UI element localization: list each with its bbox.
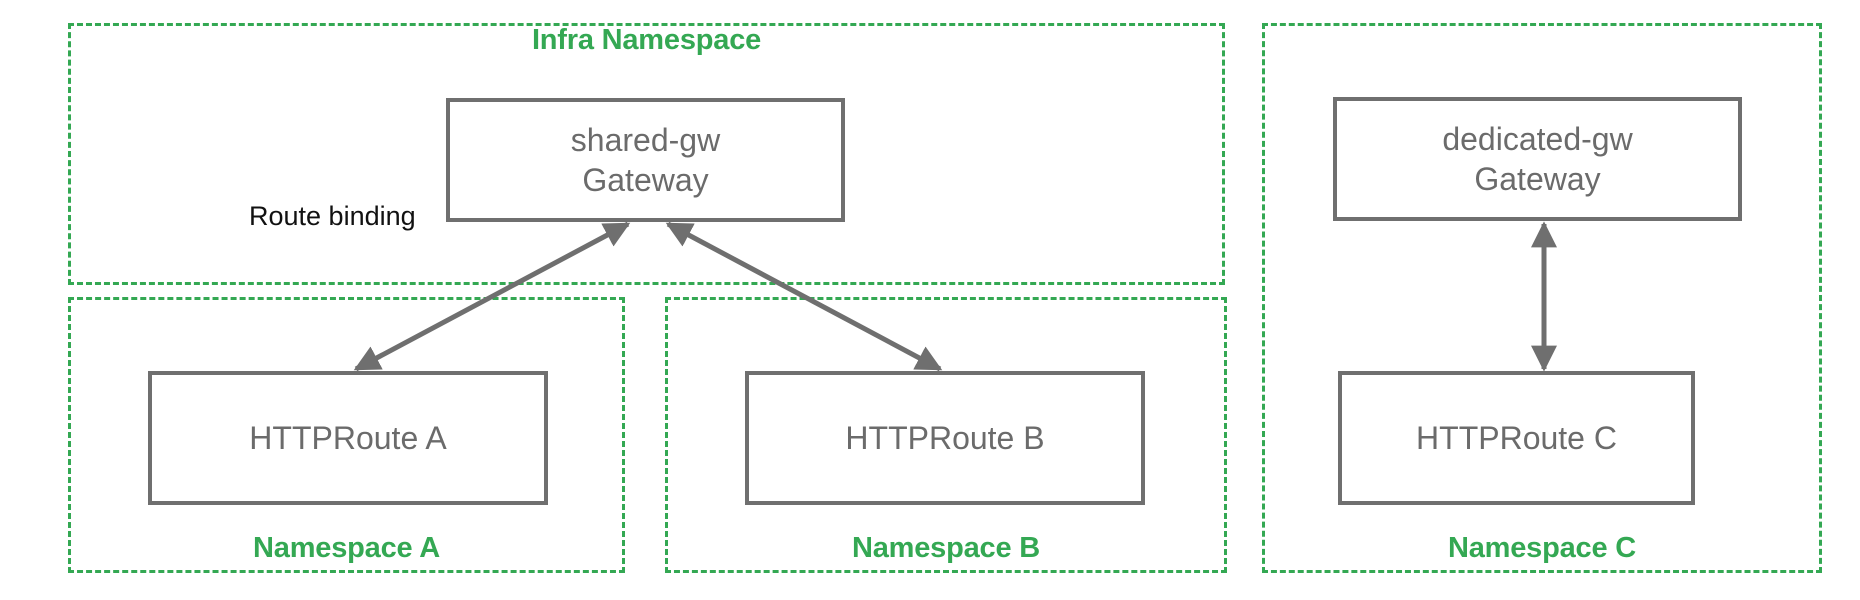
namespace-box-a: [68, 297, 625, 573]
namespace-box-b: [665, 297, 1227, 573]
namespace-label-a: Namespace A: [253, 532, 440, 564]
resource-name-httproute-c: HTTPRoute C: [1416, 420, 1617, 456]
resource-name-shared-gw: shared-gw: [570, 122, 721, 158]
resource-name-dedicated-gw: dedicated-gw: [1442, 121, 1633, 157]
edge-label-route-binding: Route binding: [249, 201, 416, 231]
resource-kind-shared-gw: Gateway: [582, 162, 709, 198]
resource-name-httproute-b: HTTPRoute B: [845, 420, 1045, 456]
namespace-label-b: Namespace B: [851, 532, 1040, 564]
resource-box-httproute-a[interactable]: HTTPRoute A: [148, 371, 548, 505]
resource-box-shared-gw[interactable]: shared-gw Gateway: [446, 98, 845, 222]
resource-box-dedicated-gw[interactable]: dedicated-gw Gateway: [1333, 97, 1742, 221]
namespace-label-infra: Infra Namespace: [531, 24, 762, 56]
namespace-label-c: Namespace C: [1447, 532, 1636, 564]
resource-box-httproute-b[interactable]: HTTPRoute B: [745, 371, 1145, 505]
resource-kind-dedicated-gw: Gateway: [1474, 161, 1601, 197]
resource-box-httproute-c[interactable]: HTTPRoute C: [1338, 371, 1695, 505]
resource-name-httproute-a: HTTPRoute A: [249, 420, 447, 456]
namespace-box-c: [1262, 23, 1822, 573]
namespace-box-infra: [68, 23, 1225, 285]
